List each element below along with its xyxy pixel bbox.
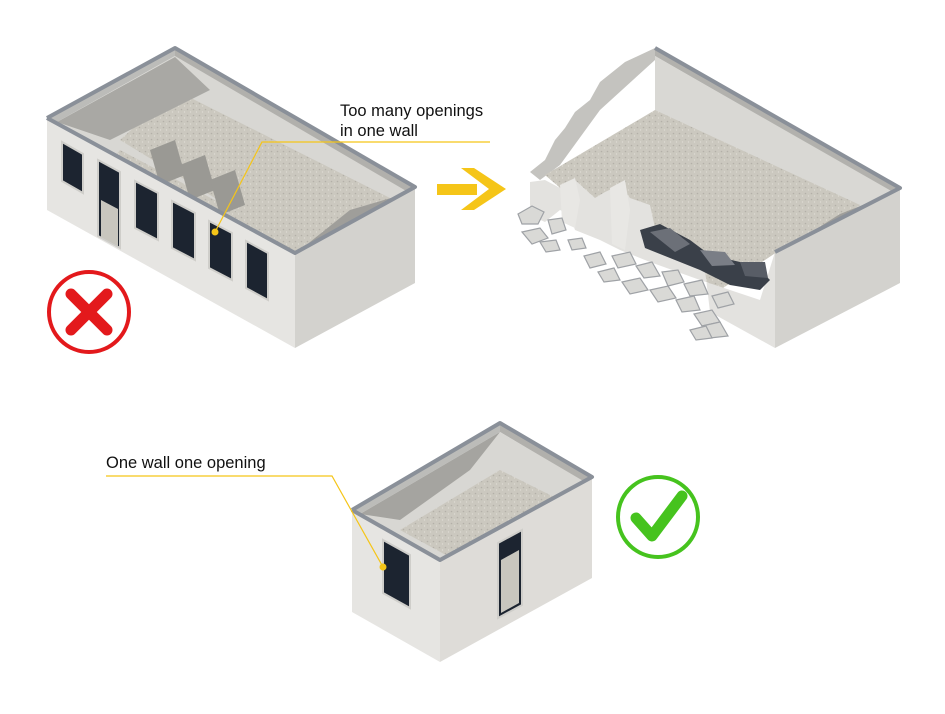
building-collapsed bbox=[517, 46, 902, 348]
building-many-openings bbox=[46, 46, 417, 348]
arrow-right-icon bbox=[437, 168, 506, 210]
check-icon bbox=[616, 475, 700, 559]
callout-leader-1 bbox=[214, 141, 490, 233]
callout-too-many-line2: in one wall bbox=[340, 122, 418, 140]
building-one-opening bbox=[350, 421, 594, 662]
callout-dot-2 bbox=[379, 563, 387, 571]
callout-too-many-line1: Too many openings bbox=[340, 102, 483, 120]
callout-dot-1 bbox=[211, 228, 219, 236]
cross-icon bbox=[47, 270, 131, 354]
callout-one-wall: One wall one opening bbox=[106, 454, 266, 472]
callout-leader-2 bbox=[106, 475, 384, 568]
